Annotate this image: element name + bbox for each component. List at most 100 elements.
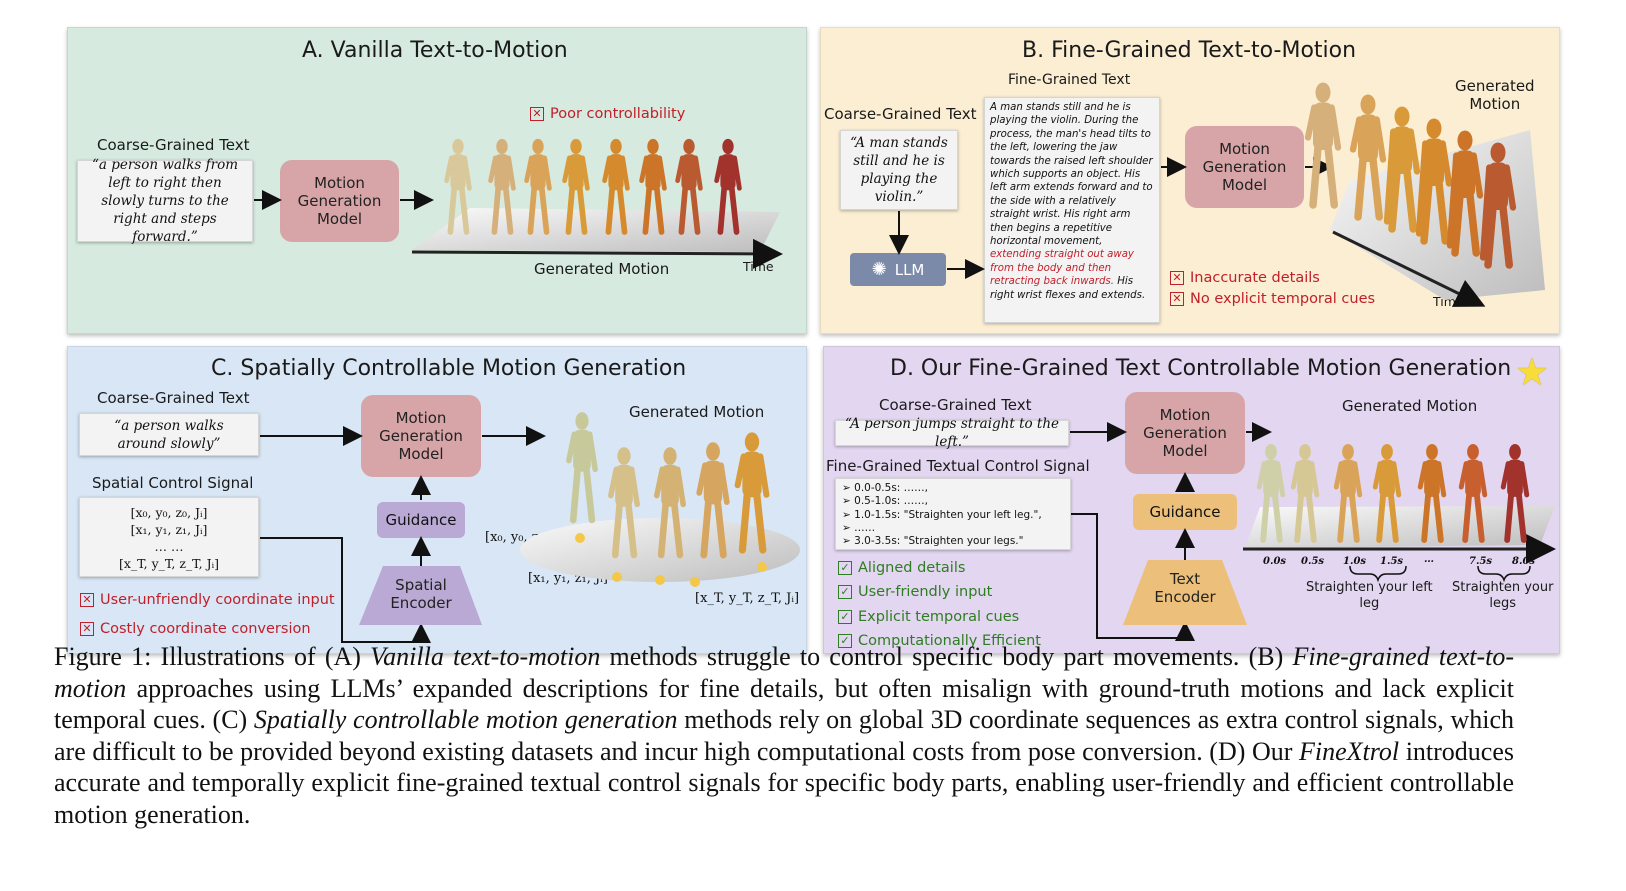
panel-c-coarse-text: “a person walks around slowly” <box>79 413 259 456</box>
arrow-bullet-icon: ➢ <box>842 508 855 521</box>
human-figure <box>488 138 516 235</box>
human-figure <box>1372 443 1402 543</box>
panel-a-bad: ✕Poor controllability <box>530 106 685 122</box>
panel-b-model: Motion Generation Model <box>1185 126 1304 208</box>
panel-d-good-1: ✓Aligned details <box>838 560 965 576</box>
human-figure <box>608 447 640 559</box>
panel-c-figures <box>566 412 770 587</box>
coord-row: [x₁, y₁, z₁, Jᵢ] <box>130 522 208 537</box>
tick-label: 7.5s <box>1469 556 1493 567</box>
panel-d-brace-label-1: Straighten your left leg <box>1306 580 1433 611</box>
spatial-encoder-shape <box>359 566 482 625</box>
human-figure <box>696 442 730 559</box>
panel-b-coarse-text: “A man stands still and he is playing th… <box>840 130 958 210</box>
human-figure <box>602 138 630 235</box>
panel-d-figures <box>1256 443 1530 543</box>
signal-item: ➢ 3.0-3.5s: "Straighten your legs." <box>842 535 1024 548</box>
human-figure <box>444 138 472 235</box>
human-figure <box>654 447 686 559</box>
time-arrow <box>411 238 783 269</box>
signal-item: ➢ …… <box>842 521 876 534</box>
panel-d-coarse-text: “A person jumps straight to the left.” <box>835 416 1069 450</box>
panel-c-generated-label: Generated Motion <box>629 403 765 421</box>
human-figure <box>1500 443 1530 543</box>
human-figure <box>1446 130 1484 257</box>
check-icon: ✓ <box>838 585 852 599</box>
human-figure <box>566 412 598 524</box>
panel-b-fine-text: A man stands still and he is playing the… <box>984 97 1160 323</box>
human-figure <box>562 138 590 235</box>
signal-item: ➢ 0.0-0.5s: ……, <box>842 482 929 494</box>
figure-caption: Figure 1: Illustrations of (A) Vanilla t… <box>54 642 1515 829</box>
panel-b-llm: ✺LLM <box>850 253 946 286</box>
panel-c-title: C. Spatially Controllable Motion Generat… <box>211 356 687 381</box>
coord-row: … … <box>154 539 184 554</box>
panel-a-model: Motion Generation Model <box>280 160 399 242</box>
panel-c-coord-t: [x_T, y_T, z_T, Jᵢ] <box>695 591 800 606</box>
arrow-bullet-icon: ➢ <box>842 535 855 548</box>
star-icon: ★ <box>1515 350 1550 394</box>
signal-item: ➢ 1.0-1.5s: "Straighten your left leg.", <box>842 508 1042 521</box>
human-figure <box>1333 443 1363 543</box>
human-figure <box>1304 82 1342 209</box>
human-figure <box>714 138 742 235</box>
human-figure <box>639 138 667 235</box>
human-figure <box>1290 443 1320 543</box>
panel-b-coarse-label: Coarse-Grained Text <box>824 105 977 123</box>
cross-icon: ✕ <box>1170 292 1184 306</box>
coord-row: [x₀, y₀, z₀, Jᵢ] <box>130 505 208 520</box>
panel-d-good-3: ✓Explicit temporal cues <box>838 609 1019 625</box>
panel-a-generated-label: Generated Motion <box>534 260 670 278</box>
check-icon: ✓ <box>838 634 852 648</box>
panel-a-figures <box>444 138 742 235</box>
human-figure <box>675 138 703 235</box>
panel-c-guidance: Guidance <box>377 502 465 538</box>
arrow-bullet-icon: ➢ <box>842 521 855 534</box>
control-point <box>575 533 585 543</box>
panel-c-bad-2: ✕Costly coordinate conversion <box>80 621 311 637</box>
cross-icon: ✕ <box>530 107 544 121</box>
arrow-bullet-icon: ➢ <box>842 482 855 494</box>
panel-a-coarse-text: “a person walks from left to right then … <box>77 157 253 245</box>
panel-d-model: Motion Generation Model <box>1125 392 1245 474</box>
panel-d-brace-label-2: Straighten your legs <box>1452 580 1554 611</box>
panel-b-generated-label: Generated Motion <box>1455 77 1535 113</box>
tick-label: 0.5s <box>1301 556 1325 567</box>
panel-d-fine-label: Fine-Grained Textual Control Signal <box>826 457 1090 475</box>
control-point <box>655 575 665 585</box>
control-point <box>757 562 767 572</box>
panel-b-title: B. Fine-Grained Text-to-Motion <box>1022 38 1357 63</box>
panel-d-title: D. Our Fine-Grained Text Controllable Mo… <box>890 356 1512 381</box>
panel-c-spatial-label: Spatial Control Signal <box>92 474 254 492</box>
panel-a-title: A. Vanilla Text-to-Motion <box>302 38 568 63</box>
human-figure <box>734 432 770 554</box>
panel-b-bad-2: ✕No explicit temporal cues <box>1170 291 1375 307</box>
panel-d-generated-label: Generated Motion <box>1342 397 1478 415</box>
signal-item: ➢ 0.5-1.0s: ……, <box>842 495 929 508</box>
panel-c-bad-1: ✕User-unfriendly coordinate input <box>80 592 335 608</box>
panel-b-bad-1: ✕Inaccurate details <box>1170 270 1320 286</box>
coord-row: [x_T, y_T, z_T, Jᵢ] <box>118 556 220 571</box>
brace <box>1477 565 1531 583</box>
human-figure <box>1349 94 1387 221</box>
human-figure <box>1417 443 1447 543</box>
tick-label: 1.0s <box>1343 556 1367 567</box>
panel-d-guidance: Guidance <box>1133 494 1237 530</box>
arrow <box>1071 513 1195 641</box>
control-point <box>612 572 622 582</box>
panel-d-good-4: ✓Computationally Efficient <box>838 633 1041 649</box>
panel-d-coarse-label: Coarse-Grained Text <box>879 396 1032 414</box>
tick-label: 1.5s <box>1380 556 1404 567</box>
panel-c-coords-box: [x₀, y₀, z₀, Jᵢ] [x₁, y₁, z₁, Jᵢ] … … [x… <box>79 497 259 577</box>
human-figure <box>1479 142 1517 269</box>
arrow <box>260 537 431 643</box>
motion-platform <box>412 208 780 252</box>
panel-b-figures <box>1304 82 1517 269</box>
human-figure <box>1458 443 1488 543</box>
human-figure <box>1383 106 1421 233</box>
human-figure <box>1256 443 1286 543</box>
text-encoder-shape <box>1123 560 1247 625</box>
